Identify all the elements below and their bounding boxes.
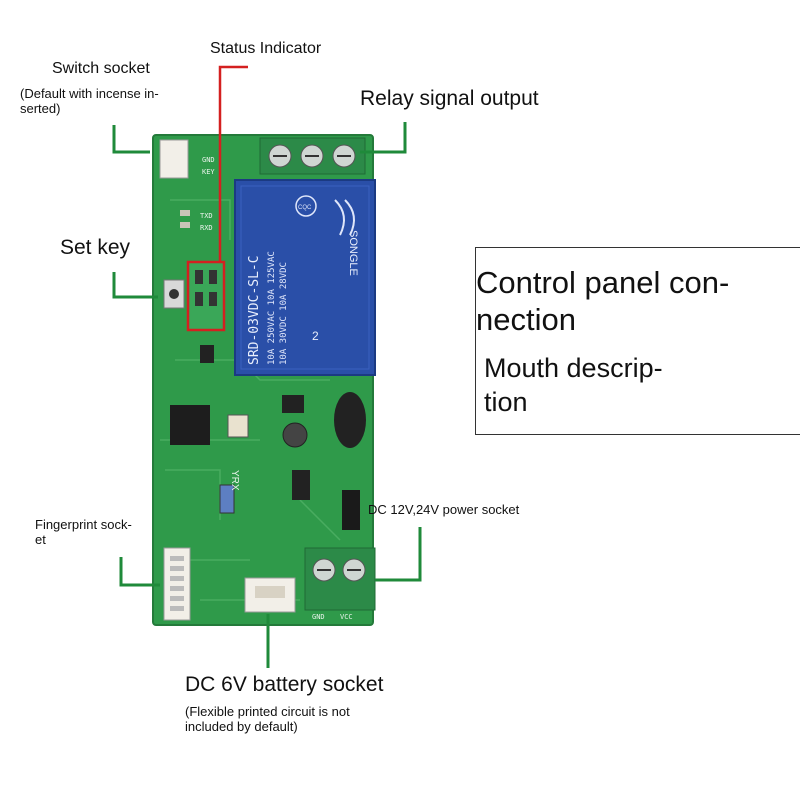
fingerprint-socket-label: Fingerprint sock- et [35,517,132,547]
control-panel-box: Control panel con- nection Mouth descrip… [475,247,800,435]
switch-socket-note: (Default with incense in- serted) [20,86,159,116]
leader-switch-socket [112,125,150,154]
leader-set-key [112,272,158,299]
relay-model-text: SRD-03VDC-SL-C [247,255,262,365]
leader-status-indicator [218,65,248,262]
panel-subtitle: Mouth descrip- tion [484,353,663,417]
pad-gnd-text: GND [202,156,215,164]
pad-key-text: KEY [202,168,215,176]
relay-brand-text: SONGLE [347,230,359,276]
switch-socket-label: Switch socket [52,60,150,77]
term-gnd-text: GND [312,613,325,621]
relay-spec-2-text: 10A 30VDC 10A 28VDC [279,262,289,365]
relay-terminal-mark: 2 [312,329,319,343]
relay: SRD-03VDC-SL-C 10A 250VAC 10A 125VAC 10A… [234,179,376,376]
term-vcc-text: VCC [340,613,353,621]
power-socket-label: DC 12V,24V power socket [368,502,520,517]
leader-relay-output [360,122,407,154]
panel-title: Control panel con- nection [476,265,730,338]
relay-spec-1-text: 10A 250VAC 10A 125VAC [267,251,277,365]
leader-fingerprint [119,557,160,587]
brand-logo [334,199,355,236]
relay-output-terminal [259,137,366,175]
cert-mark-text: CQC [298,205,312,211]
relay-output-label: Relay signal output [360,87,539,110]
capacitor [334,392,366,448]
set-key-label: Set key [60,236,131,259]
switch-socket-connector [159,139,189,179]
pad-rxd-text: RXD [200,224,213,232]
leader-power [375,527,422,582]
battery-socket-label: DC 6V battery socket [185,673,384,696]
mcu-chip [170,405,210,445]
battery-socket-note: (Flexible printed circuit is not include… [185,704,350,734]
cert-logo [295,195,317,217]
power-terminal [304,547,376,611]
silk-yrx-text: YRX [229,470,240,491]
leader-lines [112,122,422,668]
status-indicator-label: Status Indicator [210,40,322,57]
pad-txd-text: TXD [200,212,213,220]
status-indicator-box [186,260,226,332]
